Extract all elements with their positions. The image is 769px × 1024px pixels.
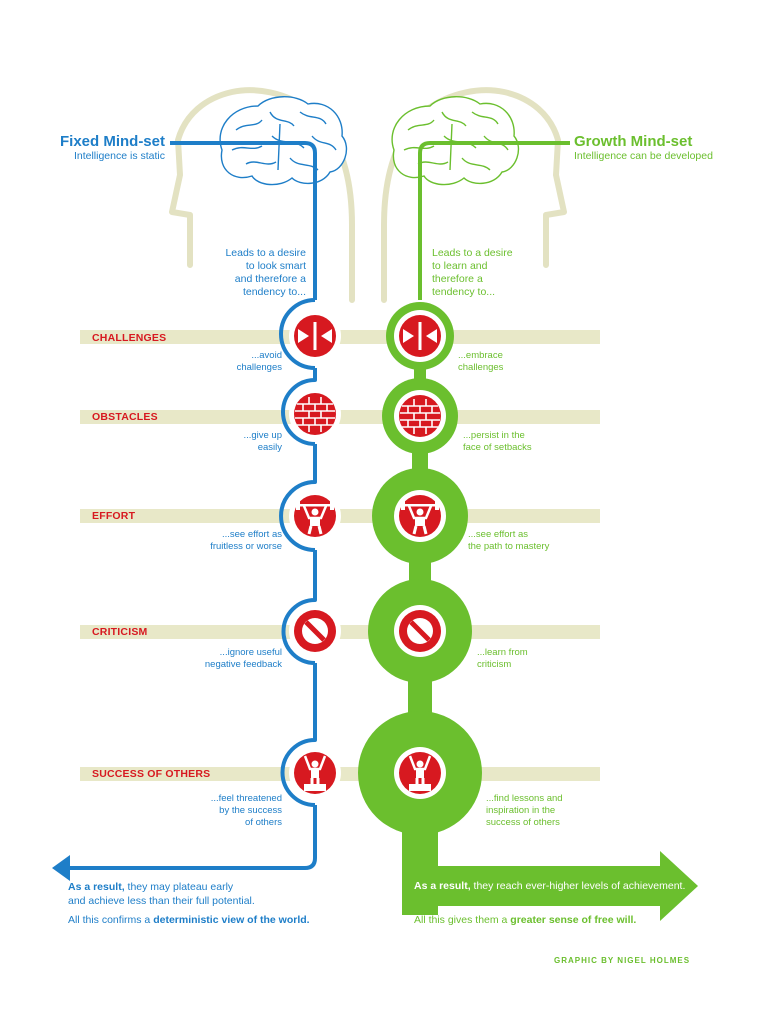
growth-result-text: As a result, they reach ever-higher leve… xyxy=(414,880,686,892)
growth-conclusion: All this gives them a greater sense of f… xyxy=(414,914,637,926)
category-label-criticism: CRITICISM xyxy=(92,626,148,638)
fixed-result-arrowhead xyxy=(52,855,70,881)
category-label-challenges: CHALLENGES xyxy=(92,332,167,344)
fixed-result-text: As a result, they may plateau early and … xyxy=(68,881,255,908)
category-label-obstacles: OBSTACLES xyxy=(92,411,158,423)
fixed-title: Fixed Mind-set xyxy=(59,133,165,150)
fixed-effort-weightlifter-icon xyxy=(292,493,338,539)
fixed-path xyxy=(68,141,317,870)
growth-brain-icon xyxy=(391,96,520,186)
fixed-head-outline xyxy=(169,87,355,303)
category-label-effort: EFFORT xyxy=(92,510,136,522)
growth-challenges-arrows-icon xyxy=(399,315,441,357)
growth-subtitle: Intelligence can be developed xyxy=(574,150,713,162)
growth-path xyxy=(358,302,698,921)
growth-title: Growth Mind-set xyxy=(574,133,693,150)
fixed-challenges-arrows-icon xyxy=(294,315,336,357)
growth-success-winner-icon xyxy=(397,750,443,796)
fixed-subtitle: Intelligence is static xyxy=(73,150,165,162)
graphic-credit: GRAPHIC BY NIGEL HOLMES xyxy=(554,956,691,965)
category-bands xyxy=(80,330,600,781)
fixed-criticism-no-entry-icon xyxy=(294,610,336,652)
fixed-success-winner-icon xyxy=(292,750,338,796)
growth-obstacles-brick-wall-icon xyxy=(398,394,442,438)
growth-intro-note: Leads to a desire to learn and therefore… xyxy=(432,247,513,299)
fixed-obstacles-brick-wall-icon xyxy=(293,392,337,436)
growth-head-outline xyxy=(381,87,567,303)
growth-effort-weightlifter-icon xyxy=(397,493,443,539)
fixed-conclusion: All this confirms a deterministic view o… xyxy=(68,914,310,926)
growth-intro-line xyxy=(418,141,570,300)
category-label-success-of-others: SUCCESS OF OTHERS xyxy=(92,768,211,780)
fixed-brain-icon xyxy=(219,96,348,186)
fixed-intro-note: Leads to a desire to look smart and ther… xyxy=(225,247,306,299)
growth-criticism-no-entry-icon xyxy=(399,610,441,652)
